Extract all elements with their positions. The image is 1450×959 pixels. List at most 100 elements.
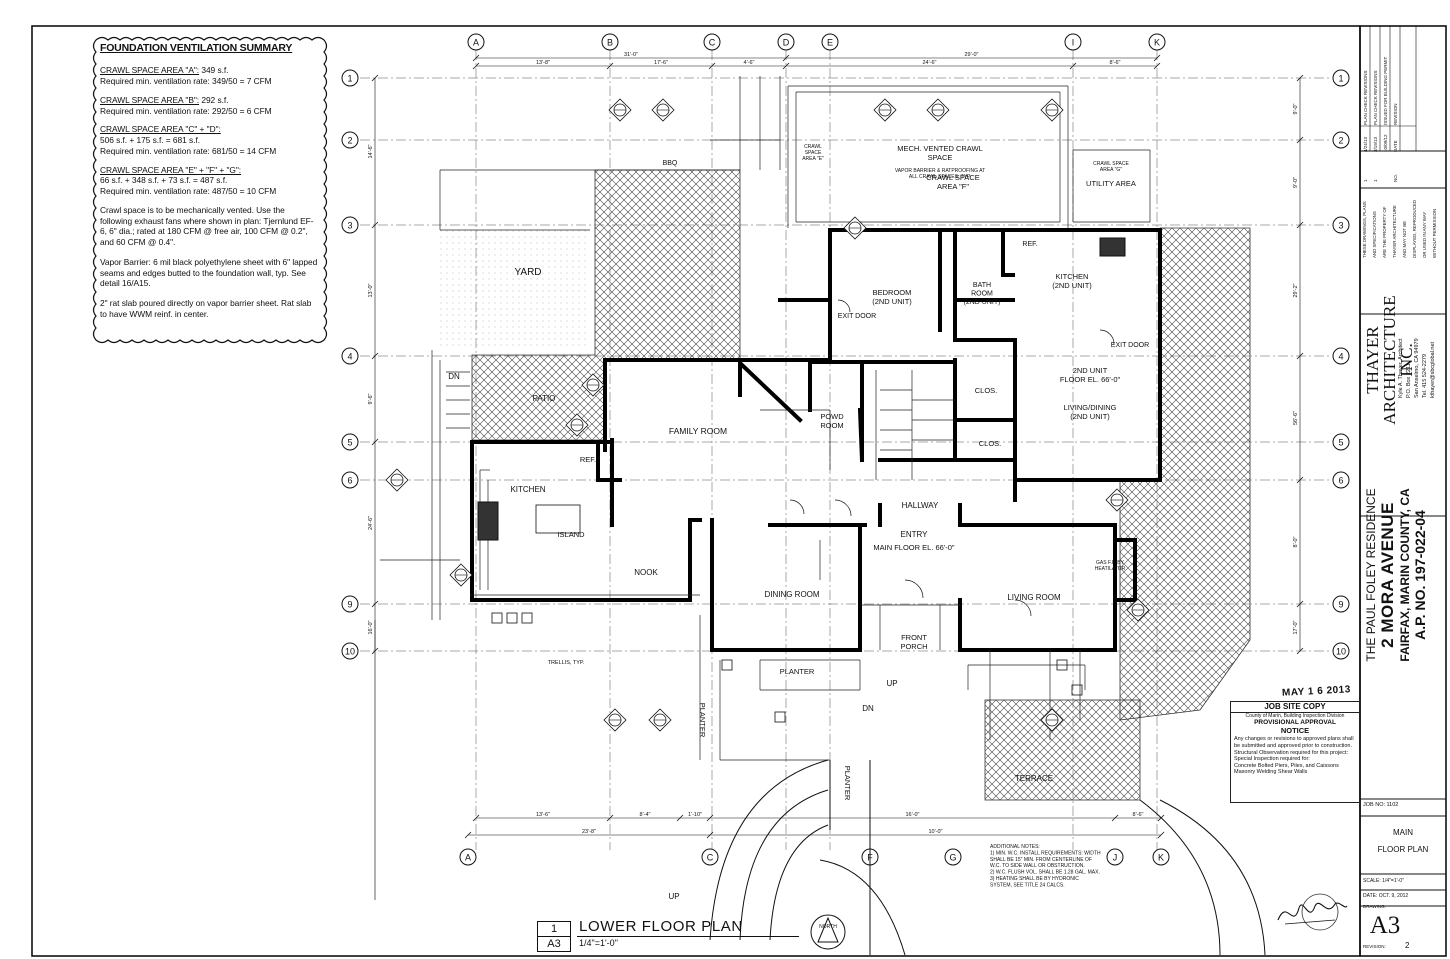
right-deck-hatch	[1119, 227, 1251, 721]
vent-area-value: 66 s.f. + 348 s.f. + 73 s.f. = 487 s.f.	[100, 175, 228, 186]
grid-bubble-col-I: I	[1064, 33, 1082, 51]
curved-stair	[709, 759, 1266, 956]
vent-area-calc: Required min. ventilation rate: 349/50 =…	[100, 76, 272, 87]
dim-top-overall-text: 31'-0"	[624, 52, 638, 58]
drawing-name-rule	[577, 936, 799, 937]
label-main-floor: MAIN FLOOR EL. 66'-0"	[873, 543, 955, 552]
grid-bubble-row-2-R: 2	[1332, 131, 1350, 149]
dim-top-overall-tick	[472, 54, 480, 62]
label-planter-vertical: PLANTER	[698, 703, 707, 738]
additional-note-line: ADDITIONAL NOTES:	[990, 844, 1040, 850]
vent-note-0: Crawl space is to be mechanically vented…	[100, 204, 314, 248]
additional-note-line: 3) HEATING SHALL BE BY HYDRONIC	[990, 876, 1079, 882]
additional-notes: ADDITIONAL NOTES:1) MIN. W.C. INSTALL RE…	[990, 844, 1101, 888]
label-dn-2: DN	[862, 704, 874, 713]
grid-bubble-label: C	[707, 853, 714, 863]
room-labels: YARD PATIO FAMILY ROOM KITCHEN ISLAND NO…	[448, 160, 1149, 901]
dim-right-text: 17'-0"	[1293, 620, 1299, 634]
revision-date: 10/09/12	[1383, 134, 1388, 152]
dim-right-tick	[1296, 352, 1304, 360]
grid-bubble-label: 6	[1338, 476, 1343, 486]
detail-callout	[873, 98, 897, 122]
cooktop-2nd	[1099, 237, 1126, 257]
vent-area-label: CRAWL SPACE AREA "A":	[100, 65, 200, 76]
legal-note-line: THESE DRAWINGS, PLANS	[1362, 201, 1367, 258]
project-apn: A.P. NO. 197-022-04	[1412, 510, 1428, 640]
stamp-line: be submitted and approved prior to const…	[1234, 742, 1353, 749]
label-island: ISLAND	[557, 530, 585, 539]
grid-bubble-row-1-L: 1	[341, 69, 359, 87]
job-site-stamp: JOB SITE COPY County of Marin, Building …	[1230, 701, 1360, 803]
dim-right-text: 29'-2"	[1293, 283, 1299, 297]
trellis-post	[1056, 659, 1068, 671]
label-ref-2nd: REF.	[1022, 241, 1037, 248]
grid-bubble-label: 10	[345, 647, 355, 657]
architect-contact-line: Tel. 415 524-2279	[1422, 353, 1428, 398]
stamp-lines: Any changes or revisions to approved pla…	[1231, 735, 1359, 777]
grid-bubble-row-4-L: 4	[341, 347, 359, 365]
dim-bottom-parts-text: 8'-4"	[640, 812, 651, 818]
vent-area-calc: Required min. ventilation rate: 681/50 =…	[100, 145, 277, 156]
trellis-post	[721, 659, 733, 671]
label-living-dining-2nd-unit: LIVING/DINING(2ND UNIT)	[1064, 403, 1117, 421]
vent-notes: Crawl space is to be mechanically vented…	[100, 205, 318, 320]
vent-area-0: CRAWL SPACE AREA "A": 349 s.f.Required m…	[100, 65, 318, 87]
grid-bubble-label: 1	[1338, 74, 1343, 84]
grid-bubble-label: 4	[1338, 352, 1343, 362]
dim-right-tick	[1296, 476, 1304, 484]
dim-left-text: 9'-6"	[368, 393, 374, 404]
dim-top-parts-tick	[606, 62, 614, 70]
yard-dots	[440, 230, 590, 350]
label-hallway: HALLWAY	[902, 501, 939, 510]
project-address: 2 MORA AVENUE	[1378, 502, 1397, 648]
thin-lines	[374, 76, 1151, 900]
label-clos-1: CLOS.	[975, 386, 998, 395]
dim-left-text: 14'-6"	[368, 144, 374, 158]
island-outline	[535, 504, 581, 534]
detail-callout	[843, 216, 867, 240]
grid-bubble-col-B: B	[601, 33, 619, 51]
grid-bubble-label: A	[465, 853, 471, 863]
grid-bubble-label: 6	[347, 476, 352, 486]
vent-area-label: CRAWL SPACE AREA "C" + "D":	[100, 124, 221, 135]
revision-date: 4/24/13	[1363, 136, 1368, 152]
grid-bubble-label: C	[709, 38, 716, 48]
grid-bubble-col-K: K	[1148, 33, 1166, 51]
grid-bubble-row-3-R: 3	[1332, 216, 1350, 234]
dim-bottom-parts-text: 1'-10"	[688, 812, 702, 818]
walls	[470, 228, 1162, 652]
svg-text:NORTH: NORTH	[819, 924, 837, 930]
label-ref: REF.	[580, 455, 596, 464]
detail-callout	[1126, 598, 1150, 622]
cooktop	[477, 501, 499, 541]
vent-area-1: CRAWL SPACE AREA "B": 292 s.f.Required m…	[100, 95, 318, 117]
drawing-name: LOWER FLOOR PLAN	[579, 918, 743, 935]
detail-callout	[581, 373, 605, 397]
grid-bubble-row-6-R: 6	[1332, 471, 1350, 489]
dim-bottom-parts-tick	[606, 814, 614, 822]
label-utility: UTILITY AREA	[1086, 179, 1136, 188]
dim-bottom-parts-tick	[706, 814, 714, 822]
grid-bubble-label: 9	[347, 600, 352, 610]
architect-contact-line: kthayer@sbcglobal.net	[1430, 341, 1436, 398]
revision-desc: PLAN CHECK REVISIONS	[1363, 70, 1368, 125]
label-trellis: TRELLIS, TYP.	[548, 660, 585, 666]
grid-bubble-label: E	[827, 38, 833, 48]
dim-top-overall-tick	[1153, 54, 1161, 62]
revision-no: 1	[1363, 179, 1368, 182]
detail-callout	[608, 98, 632, 122]
trellis-post	[1071, 684, 1083, 696]
drawing-title-2: FLOOR PLAN	[1377, 845, 1429, 854]
drawing-sheet-ref: A3	[537, 936, 571, 952]
grid-bubble-row-6-L: 6	[341, 471, 359, 489]
label-up-1: UP	[886, 679, 897, 688]
grid-bubble-label: 10	[1336, 647, 1346, 657]
dimension-lines	[371, 54, 1304, 839]
project-info: THE PAUL FOLEY RESIDENCE 2 MORA AVENUE F…	[1364, 395, 1428, 755]
legal-note-line: AND SPECIFICATIONS	[1372, 211, 1377, 258]
date-text: DATE: OCT. 9, 2012	[1363, 893, 1409, 899]
